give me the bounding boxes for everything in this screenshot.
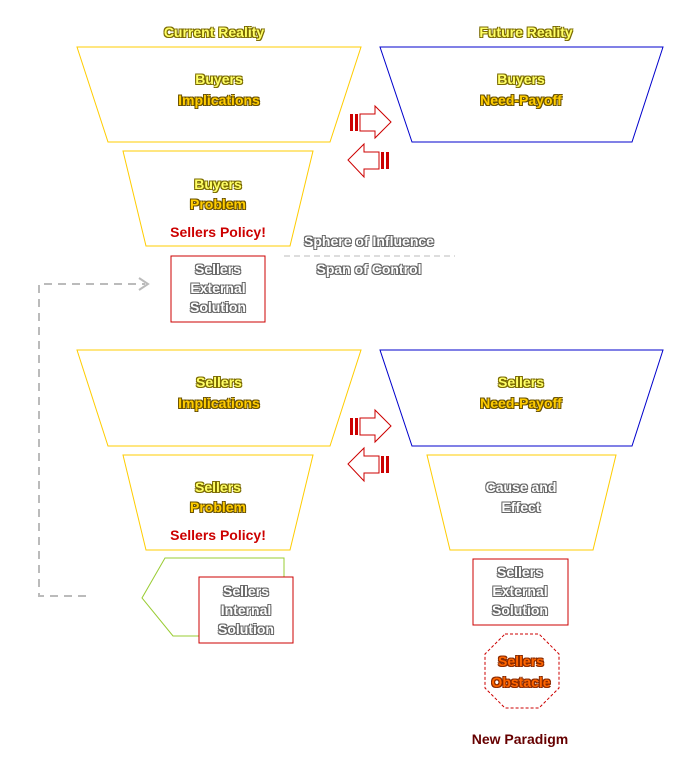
buyers-implications-line2: Implications xyxy=(178,92,260,108)
right-arrow-icon xyxy=(350,104,392,140)
feedback-arrowhead-icon xyxy=(138,277,150,291)
sellers-implications-line1: Sellers xyxy=(196,374,242,390)
sellers-sellers-policy: Sellers Policy! xyxy=(170,527,266,543)
obstacle-line2: Obstacle xyxy=(491,674,551,690)
cause-effect-funnel xyxy=(426,454,617,551)
buyers-need-payoff-line2: Need-Payoff xyxy=(480,92,562,108)
top-external-solution-box xyxy=(170,255,266,323)
bottom-external-solution-line1: Sellers xyxy=(497,564,543,580)
sellers-need-payoff-line2: Need-Payoff xyxy=(480,395,562,411)
top-solution-line3: Solution xyxy=(190,299,246,315)
internal-solution-line1: Sellers xyxy=(223,583,269,599)
buyers-implications-line1: Buyers xyxy=(195,71,243,87)
top-solution-line1: Sellers xyxy=(195,261,241,277)
internal-solution-line2: Internal xyxy=(220,602,272,618)
buyers-problem-line2: Problem xyxy=(189,196,247,212)
cause-effect-line2: Effect xyxy=(501,499,541,515)
obstacle-line1: Sellers xyxy=(498,653,544,669)
span-of-control-label: Span of Control xyxy=(316,261,422,277)
new-paradigm-label: New Paradigm xyxy=(471,731,569,747)
internal-solution-line3: Solution xyxy=(218,621,274,637)
buyers-sellers-policy: Sellers Policy! xyxy=(170,224,266,240)
sellers-need-payoff-line1: Sellers xyxy=(498,374,544,390)
future-reality-header: Future Reality xyxy=(479,24,573,40)
sellers-implications-funnel xyxy=(76,349,362,447)
buyers-need-payoff-funnel xyxy=(379,46,664,143)
sellers-problem-line2: Problem xyxy=(189,499,247,515)
internal-solution-box xyxy=(198,576,294,644)
sellers-problem-funnel xyxy=(122,454,314,551)
buyers-problem-funnel xyxy=(122,150,314,247)
bottom-external-solution-line3: Solution xyxy=(492,602,548,618)
right-arrow-icon xyxy=(350,408,392,444)
sellers-problem-line1: Sellers xyxy=(195,479,241,495)
buyers-problem-line1: Buyers xyxy=(194,176,242,192)
buyers-need-payoff-line1: Buyers xyxy=(497,71,545,87)
current-reality-header: Current Reality xyxy=(163,24,265,40)
sphere-of-influence-label: Sphere of Influence xyxy=(304,233,434,249)
left-arrow-icon xyxy=(347,142,389,179)
top-solution-line2: External xyxy=(190,280,246,296)
bottom-external-solution-box xyxy=(472,558,569,626)
sellers-implications-line2: Implications xyxy=(178,395,260,411)
cause-effect-line1: Cause and xyxy=(485,479,557,495)
bottom-external-solution-line2: External xyxy=(492,583,548,599)
feedback-loop-connector xyxy=(38,283,145,597)
sellers-need-payoff-funnel xyxy=(379,349,664,447)
buyers-implications-funnel xyxy=(76,46,362,143)
left-arrow-icon xyxy=(347,446,389,483)
obstacle-octagon xyxy=(484,633,560,709)
